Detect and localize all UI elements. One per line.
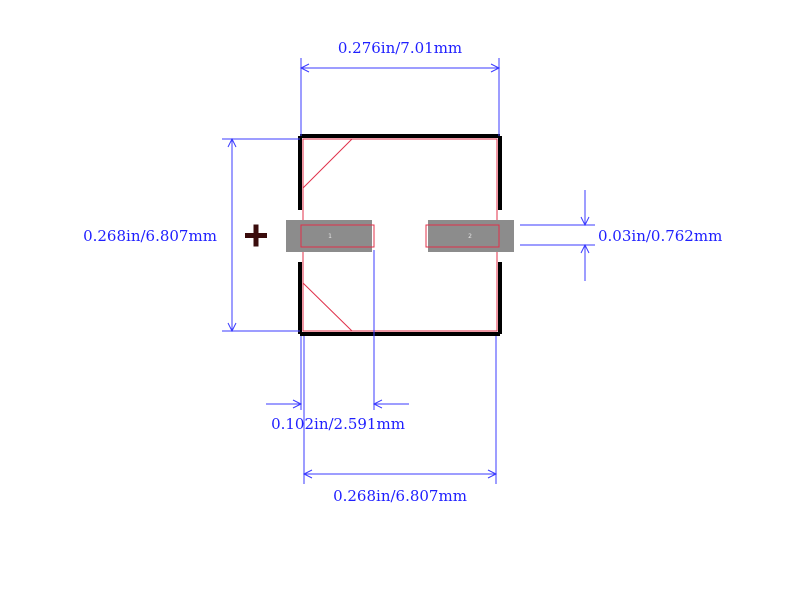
silkscreen-outline xyxy=(298,134,502,336)
pad-1: 1 xyxy=(286,220,375,252)
dimension-bottom-width: 0.268in/6.807mm xyxy=(302,336,498,505)
dimension-bottom-width-label: 0.268in/6.807mm xyxy=(333,487,467,505)
dimension-top-width: 0.276in/7.01mm xyxy=(299,39,501,136)
dimension-pad-height: 0.03in/0.762mm xyxy=(520,190,722,281)
pad-2-label: 2 xyxy=(468,233,472,240)
pad-1-outline xyxy=(300,224,375,248)
chamfer-bottom-left xyxy=(302,282,353,332)
dimension-pad-length-label: 0.102in/2.591mm xyxy=(271,415,405,433)
dimension-left-height: 0.268in/6.807mm xyxy=(83,137,300,333)
dimension-pad-length: 0.102in/2.591mm xyxy=(266,250,409,433)
dimension-pad-height-label: 0.03in/0.762mm xyxy=(598,227,722,245)
polarity-plus-icon xyxy=(245,224,267,247)
pad-2: 2 xyxy=(425,220,514,252)
pad-2-outline xyxy=(425,224,500,248)
pad-1-label: 1 xyxy=(328,233,332,240)
dimension-left-height-label: 0.268in/6.807mm xyxy=(83,227,217,245)
dimension-top-width-label: 0.276in/7.01mm xyxy=(338,39,462,57)
chamfer-top-left xyxy=(302,138,353,189)
